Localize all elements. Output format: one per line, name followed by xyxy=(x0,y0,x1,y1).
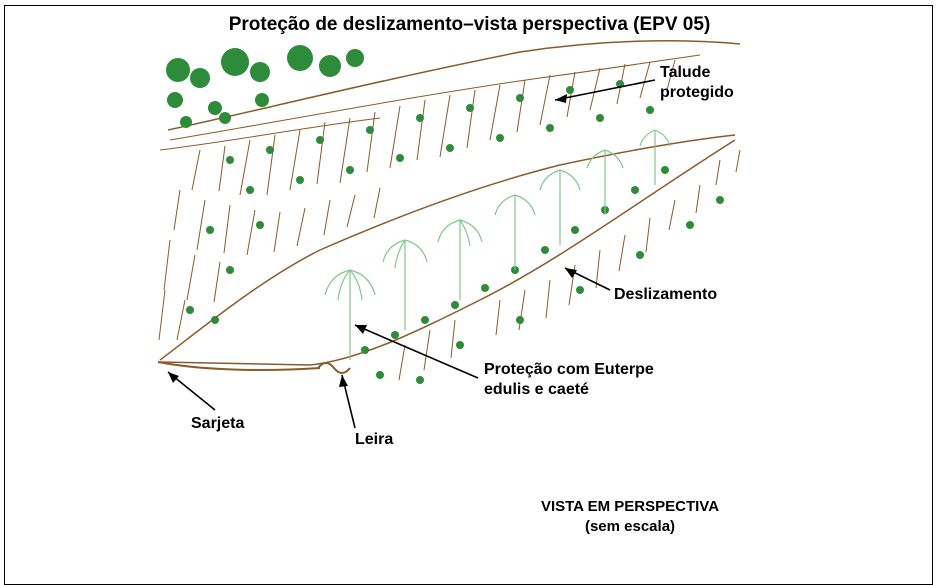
slope-hatching xyxy=(158,59,676,341)
landslide-upper-edge xyxy=(159,134,736,361)
leira-shape xyxy=(317,362,351,374)
tree-cluster xyxy=(166,45,364,128)
ridge-line xyxy=(169,54,701,141)
view-caption-line2: (sem escala) xyxy=(584,518,676,535)
arrow-heads xyxy=(168,94,577,387)
label-talude-line2: protegido xyxy=(660,84,734,101)
label-protecao: Proteção com Euterpe edulis e caeté xyxy=(484,360,654,400)
shrub-scatter xyxy=(186,80,724,384)
lower-slope-hatching xyxy=(398,149,741,381)
label-talude-line1: Talude xyxy=(660,64,711,81)
view-caption-line1: VISTA EM PERSPECTIVA xyxy=(540,498,720,515)
label-talude-protegido: Talude protegido xyxy=(660,63,734,103)
diagram-title: Proteção de deslizamento–vista perspecti… xyxy=(228,14,711,35)
landslide-lower-edge xyxy=(159,139,736,366)
view-caption: VISTA EM PERSPECTIVA (sem escala) xyxy=(480,497,780,537)
slope-illustration xyxy=(157,39,741,429)
label-leira: Leira xyxy=(355,431,394,448)
label-protecao-line2: edulis e caeté xyxy=(484,381,589,398)
sarjeta-line xyxy=(157,361,321,371)
edge-vegetation-row xyxy=(361,166,669,354)
palm-row xyxy=(324,129,671,360)
arrow-talude xyxy=(554,79,656,101)
label-protecao-line1: Proteção com Euterpe xyxy=(484,361,654,378)
label-deslizamento: Deslizamento xyxy=(614,286,718,303)
ridge-line xyxy=(159,117,381,151)
arrow-protecao xyxy=(354,324,479,379)
label-sarjeta: Sarjeta xyxy=(191,415,245,432)
ridge-line xyxy=(167,39,741,131)
